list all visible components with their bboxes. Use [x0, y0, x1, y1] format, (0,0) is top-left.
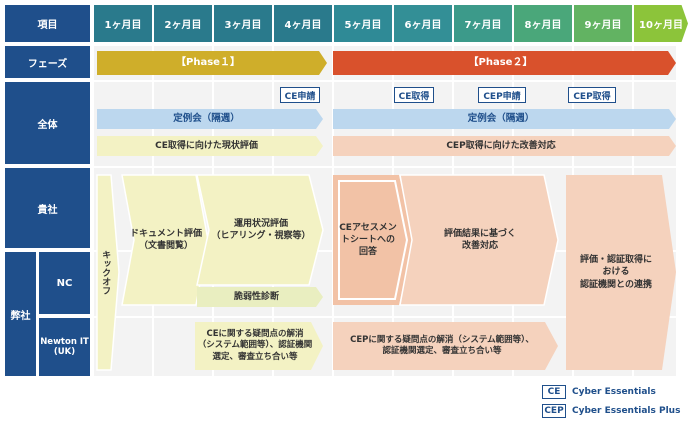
- ce-get-tag: CE取得: [394, 87, 434, 103]
- meeting2-label: 定例会（隔週）: [467, 112, 535, 124]
- row-label-phase: フェーズ: [5, 46, 90, 78]
- grid-hline: [94, 80, 676, 82]
- phase1-label: 【Phase１】: [176, 57, 240, 69]
- task1-arrow-shape: [97, 136, 323, 156]
- row-label-company: 弊社: [5, 252, 36, 376]
- task1-label: CE取得に向けた現状評価: [155, 140, 258, 151]
- month-2: 2ヶ月目: [154, 5, 212, 42]
- month-1: 1ヶ月目: [94, 5, 152, 42]
- phase2-arrow: [333, 51, 676, 75]
- header-label: 項目: [5, 5, 90, 42]
- legend-key-ce: CE: [542, 385, 566, 399]
- cert-arrow-shape: [566, 175, 676, 370]
- ops-review-arrow-shape: [196, 174, 324, 286]
- task2-arrow-shape: [333, 136, 676, 156]
- cert-label: 評価・認証取得に おける 認証機関との連携: [579, 255, 652, 290]
- phase1-arrow: [97, 51, 327, 75]
- ops-review-label: 運用状況評価 （ヒアリング・視察等）: [211, 218, 311, 241]
- row-label-client: 貴社: [5, 168, 90, 248]
- meeting1-arrow-shape: [97, 109, 323, 129]
- phase2-arrow-shape: [333, 51, 676, 75]
- task1-arrow: [97, 136, 323, 156]
- meeting1-label: 定例会（隔週）: [173, 112, 240, 124]
- cep-assess-arrow: [333, 175, 413, 305]
- cep-apply-tag: CEP申請: [478, 87, 526, 103]
- row-label-newton: Newton IT (UK): [39, 318, 90, 376]
- grid-hline: [94, 166, 676, 168]
- task2-label: CEP取得に向けた改善対応: [446, 140, 556, 151]
- meeting2-arrow: [333, 109, 676, 129]
- task2-arrow: [333, 136, 676, 156]
- ce-qa-arrow-shape: [195, 322, 323, 370]
- row-label-nc: NC: [39, 252, 90, 314]
- kickoff-arrow-shape: [96, 174, 120, 371]
- ce-qa-label: CEに関する疑問点の解消 （システム範囲等）、認証機関 選定、審査立ち合い等: [197, 328, 313, 362]
- ce-qa-arrow: [195, 322, 323, 370]
- improve-label: 評価結果に基づく 改善対応: [443, 228, 516, 251]
- meeting2-arrow-shape: [333, 109, 676, 129]
- cep-qa-arrow-shape: [333, 322, 558, 370]
- vuln-label: 脆弱性診断: [233, 291, 279, 302]
- cep-qa-arrow: [333, 322, 558, 370]
- doc-review-arrow: [121, 174, 209, 306]
- ce-apply-tag: CE申請: [280, 87, 320, 103]
- month-8: 8ヶ月目: [514, 5, 572, 42]
- doc-review-arrow-shape: [121, 174, 209, 306]
- vuln-arrow-shape: [197, 287, 323, 307]
- cep-qa-label: CEPに関する疑問点の解消（システム範囲等）、 認証機関選定、審査立ち合い等: [350, 334, 534, 356]
- improve-arrow-shape: [399, 174, 559, 306]
- cep-assess-arrow-shape: [333, 175, 413, 305]
- cep-assess-label: CEアセスメン トシートへの 回答: [339, 222, 397, 258]
- month-7: 7ヶ月目: [454, 5, 512, 42]
- month-5: 5ヶ月目: [334, 5, 392, 42]
- month-10: 10ヶ月目: [634, 5, 688, 42]
- doc-review-label: ドキュメント評価 （文書閲覧）: [129, 228, 202, 251]
- phase2-label: 【Phase２】: [468, 57, 533, 69]
- month-6: 6ヶ月目: [394, 5, 452, 42]
- cep-get-tag: CEP取得: [568, 87, 616, 103]
- ops-review-arrow: [196, 174, 324, 286]
- month-4: 4ヶ月目: [274, 5, 332, 42]
- improve-arrow: [399, 174, 559, 306]
- month-9: 9ヶ月目: [574, 5, 632, 42]
- cert-arrow: [566, 175, 676, 370]
- month-3: 3ヶ月目: [214, 5, 272, 42]
- cep-assess-arrow-inner: [338, 180, 409, 300]
- row-label-overall: 全体: [5, 82, 90, 164]
- meeting1-arrow: [97, 109, 323, 129]
- legend-text-ce: Cyber Essentials: [572, 387, 656, 397]
- phase1-arrow-shape: [97, 51, 327, 75]
- grid-hline: [94, 316, 676, 318]
- kickoff-arrow: [96, 174, 120, 371]
- vuln-arrow: [197, 287, 323, 307]
- kickoff-label: キックオフ: [100, 250, 111, 295]
- legend-text-cep: Cyber Essentials Plus: [572, 406, 681, 416]
- legend-key-cep: CEP: [542, 404, 566, 418]
